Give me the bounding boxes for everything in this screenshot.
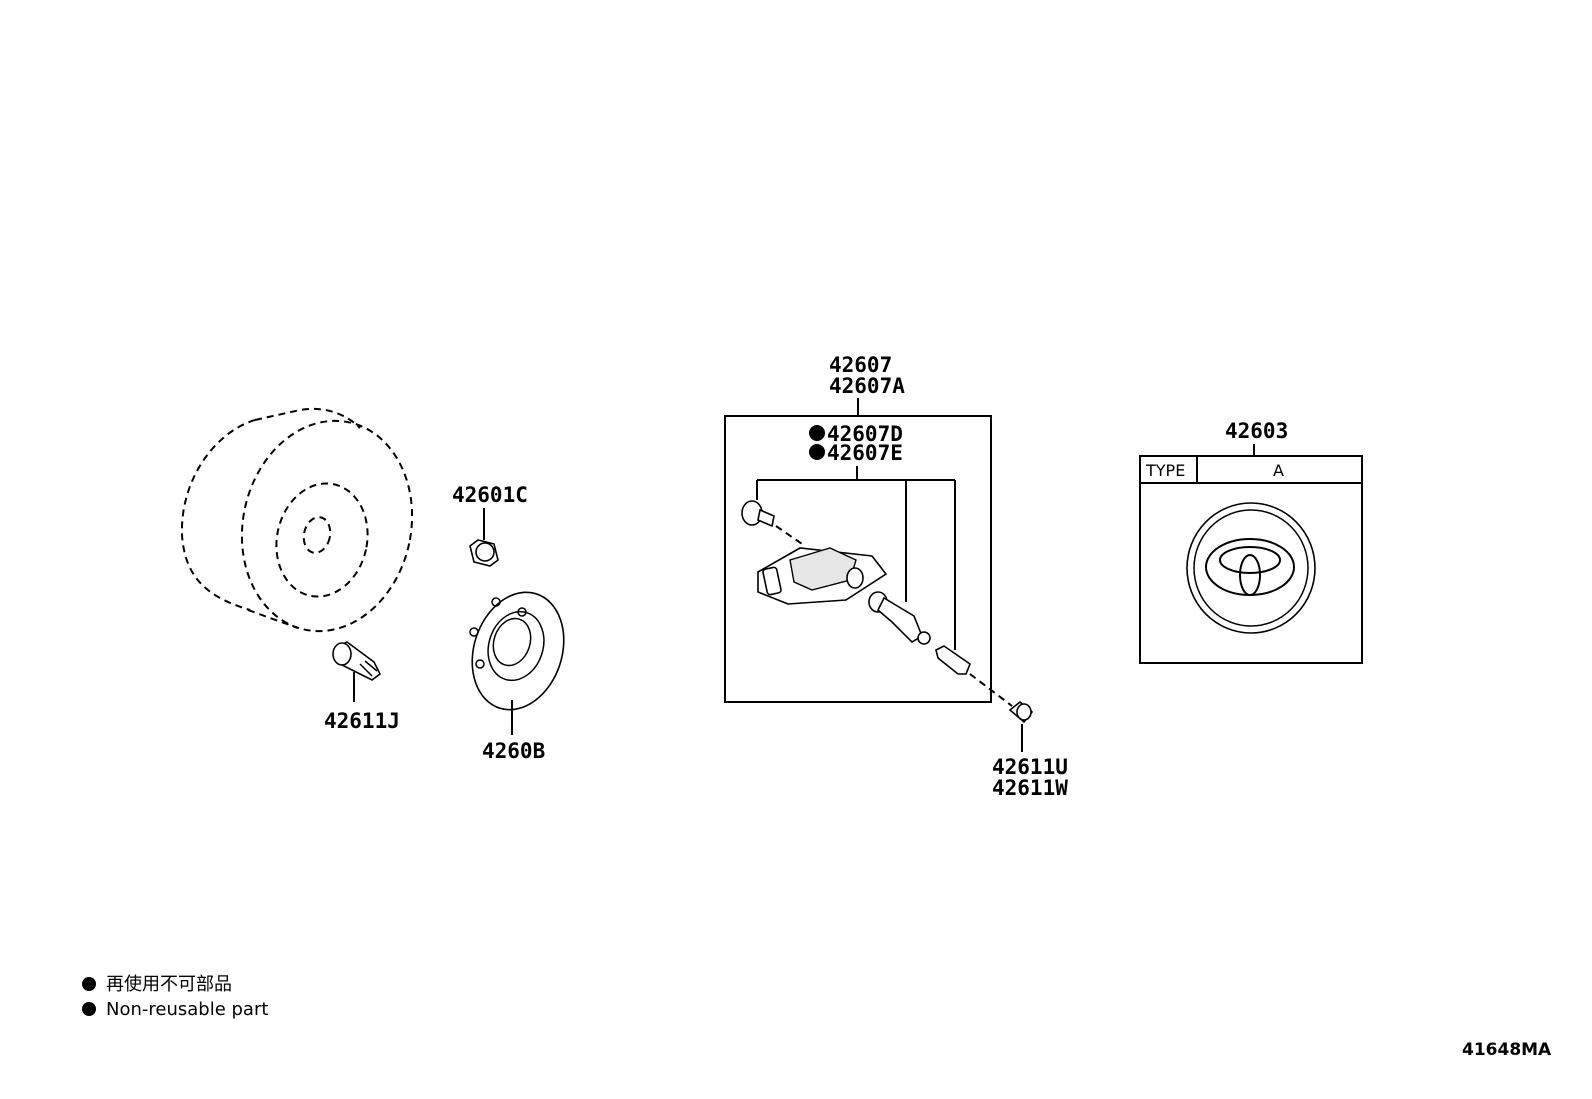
part-number-42601c[interactable]: 42601C (452, 483, 528, 507)
part-number-42611u[interactable]: 42611U (992, 755, 1068, 779)
part-number-42607d[interactable]: 42607D (827, 422, 903, 446)
legend-text-english: Non-reusable part (106, 999, 268, 1020)
valve-cap-part-42611u[interactable] (1008, 700, 1034, 724)
part-number-42607e[interactable]: 42607E (827, 441, 903, 465)
sensor-kit-box (724, 415, 992, 703)
wheel-ornament-part-42603[interactable] (1186, 502, 1316, 634)
assembly-line (969, 673, 1013, 707)
sensor-screw-part[interactable] (741, 500, 775, 528)
valve-core-part[interactable] (935, 645, 971, 675)
assembly-line (775, 525, 806, 547)
type-table: TYPE A (1139, 455, 1363, 664)
legend-text-japanese: 再使用不可部品 (106, 974, 232, 995)
hub-nut-part-42601c[interactable] (469, 539, 499, 567)
part-number-42611w[interactable]: 42611W (992, 776, 1068, 800)
part-number-42607a[interactable]: 42607A (829, 374, 905, 398)
non-reusable-marker-icon (809, 425, 825, 441)
tire-pressure-sensor-part[interactable] (757, 547, 888, 605)
type-header-label: TYPE (1145, 461, 1185, 480)
part-number-4260b[interactable]: 4260B (482, 739, 545, 763)
part-number-42611j[interactable]: 42611J (324, 709, 400, 733)
valve-stem-part[interactable] (868, 591, 931, 645)
part-number-42603[interactable]: 42603 (1225, 419, 1288, 443)
legend-marker-icon (82, 977, 96, 991)
leader-bracket-42607d (756, 466, 956, 650)
part-number-42607[interactable]: 42607 (829, 353, 892, 377)
type-value-label: A (1273, 461, 1284, 480)
legend-marker-icon (82, 1002, 96, 1016)
diagram-code: 41648MA (1462, 1040, 1552, 1060)
valve-stem-part-42611j[interactable] (332, 641, 382, 681)
wheel-disc-part-4260b[interactable] (458, 580, 579, 721)
brand-emblem-icon (1205, 538, 1295, 596)
non-reusable-marker-icon (809, 444, 825, 460)
tire-wheel-outline (180, 407, 414, 633)
